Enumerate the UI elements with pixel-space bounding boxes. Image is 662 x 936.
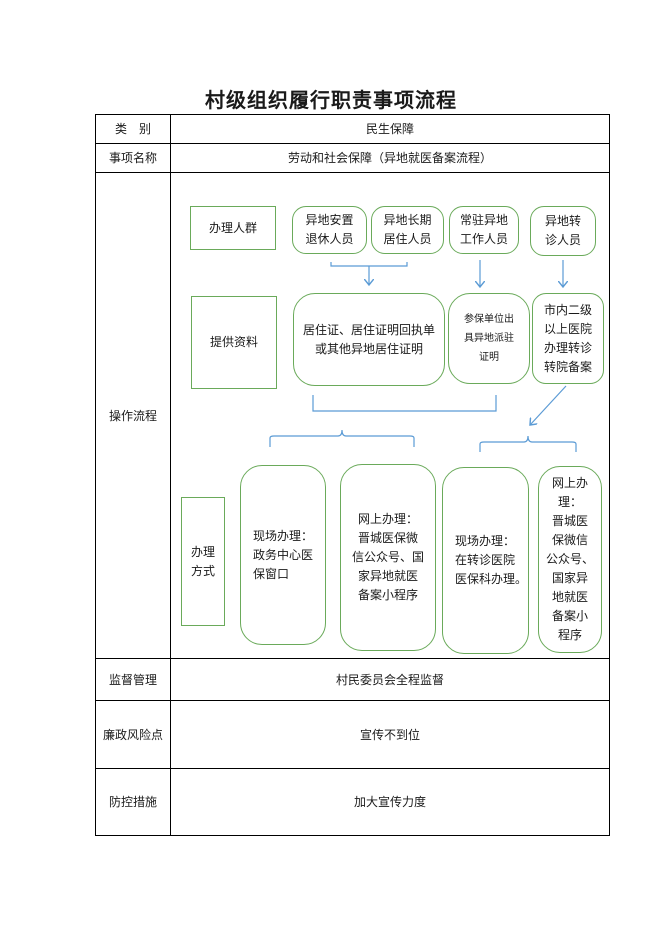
group-box-3: 常驻异地 工作人员: [449, 206, 519, 254]
risk-label: 廉政风险点: [102, 727, 163, 742]
risk-value: 宣传不到位: [359, 727, 420, 742]
item-name-value: 劳动和社会保障（异地就医备案流程）: [287, 151, 492, 165]
measure-label: 防控措施: [108, 795, 157, 809]
group-1-text: 异地安置 退休人员: [305, 213, 354, 246]
supervision-value: 村民委员会全程监督: [335, 672, 444, 687]
group-box-4: 异地转 诊人员: [530, 206, 596, 256]
method-3-text: 现场办理： 在转诊医院 医保科办理。: [455, 534, 528, 586]
materials-bracket: [312, 395, 497, 412]
method-label-box: 办理 方式: [181, 497, 225, 626]
method-box-4: 网上办 理： 晋城医 保微信 公众号、 国家异 地就医 备案小 程序: [538, 466, 602, 653]
item-name-label: 事项名称: [108, 151, 157, 165]
material-2-text: 参保单位出 具异地派驻 证明: [464, 314, 514, 363]
measure-value: 加大宣传力度: [353, 795, 426, 809]
method-2-text: 网上办理： 晋城医保微 信公众号、国 家异地就医 备案小程序: [351, 512, 424, 602]
group-3-text: 常驻异地 工作人员: [459, 213, 508, 246]
category-label: 类 别: [114, 122, 151, 136]
group-label: 办理人群: [208, 220, 257, 235]
method-box-2: 网上办理： 晋城医保微 信公众号、国 家异地就医 备案小程序: [340, 464, 436, 651]
method-box-1: 现场办理： 政务中心医 保窗口: [240, 465, 326, 645]
group-label-box: 办理人群: [190, 206, 276, 250]
page-title: 村级组织履行职责事项流程: [205, 88, 457, 112]
material-box-1: 居住证、居住证明回执单 或其他异地居住证明: [293, 293, 445, 386]
group-box-1: 异地安置 退休人员: [292, 206, 367, 254]
material-box-3: 市内二级 以上医院 办理转诊 转院备案: [532, 293, 604, 384]
group-bracket: [330, 262, 408, 267]
method-box-3: 现场办理： 在转诊医院 医保科办理。: [442, 467, 529, 654]
materials-label-box: 提供资料: [191, 296, 277, 389]
material-1-text: 居住证、居住证明回执单 或其他异地居住证明: [302, 322, 435, 356]
method-1-text: 现场办理： 政务中心医 保窗口: [253, 528, 314, 581]
material-3-text: 市内二级 以上医院 办理转诊 转院备案: [543, 302, 592, 374]
right-method-brace: [479, 435, 577, 452]
arrow-materials-to-methods: [530, 385, 567, 425]
group-4-text: 异地转 诊人员: [544, 214, 581, 247]
method-4-text: 网上办 理： 晋城医 保微信 公众号、 国家异 地就医 备案小 程序: [545, 476, 594, 642]
method-label: 办理 方式: [190, 544, 215, 578]
category-value: 民生保障: [365, 122, 414, 136]
material-box-2: 参保单位出 具异地派驻 证明: [448, 293, 530, 384]
group-2-text: 异地长期 居住人员: [383, 213, 432, 246]
group-box-2: 异地长期 居住人员: [371, 206, 444, 254]
supervision-label: 监督管理: [108, 672, 157, 687]
left-method-brace: [269, 429, 415, 447]
materials-label: 提供资料: [209, 335, 258, 349]
process-label: 操作流程: [108, 408, 157, 423]
